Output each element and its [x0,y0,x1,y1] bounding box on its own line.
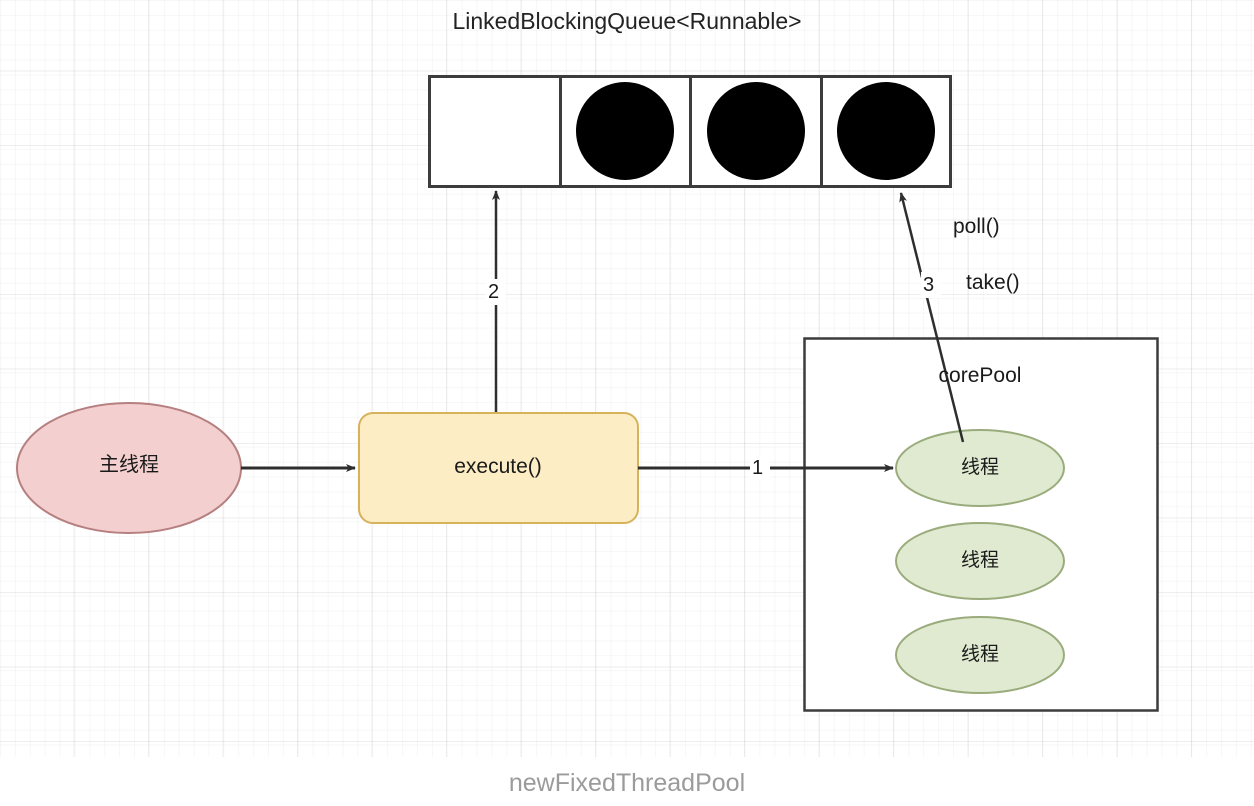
thread-label-2: 线程 [960,644,999,665]
task-dot-icon [707,82,805,180]
task-dot-icon [837,82,935,180]
task-dot-icon [576,82,674,180]
edge-label-thread-to-queue: 3 [923,274,935,296]
edge-label-execute-to-queue: 2 [488,281,500,303]
queue-slot-task-2 [707,76,823,187]
poll-annotation: poll() [953,215,1000,238]
main-thread-label: 主线程 [99,454,159,476]
queue-container [428,75,952,188]
thread-ellipse-1[interactable] [895,522,1065,600]
queue-slot-task-1 [576,76,692,187]
label-knockout [750,455,770,481]
diagram-caption: newFixedThreadPool [508,769,746,797]
thread-ellipse-0[interactable] [895,429,1065,507]
core-pool-label: corePool [938,364,1022,387]
execute-label: execute() [454,455,542,478]
take-annotation: take() [966,271,1020,294]
edge-label-execute-to-thread: 1 [752,457,764,479]
thread-label-1: 线程 [960,550,999,571]
queue-title: LinkedBlockingQueue<Runnable> [452,8,802,34]
label-knockout [921,272,941,298]
label-knockout [486,279,506,305]
edge-thread-to-queue [899,192,965,443]
queue-slot-task-3 [837,82,935,180]
thread-ellipse-2[interactable] [895,616,1065,694]
thread-label-0: 线程 [960,457,999,478]
